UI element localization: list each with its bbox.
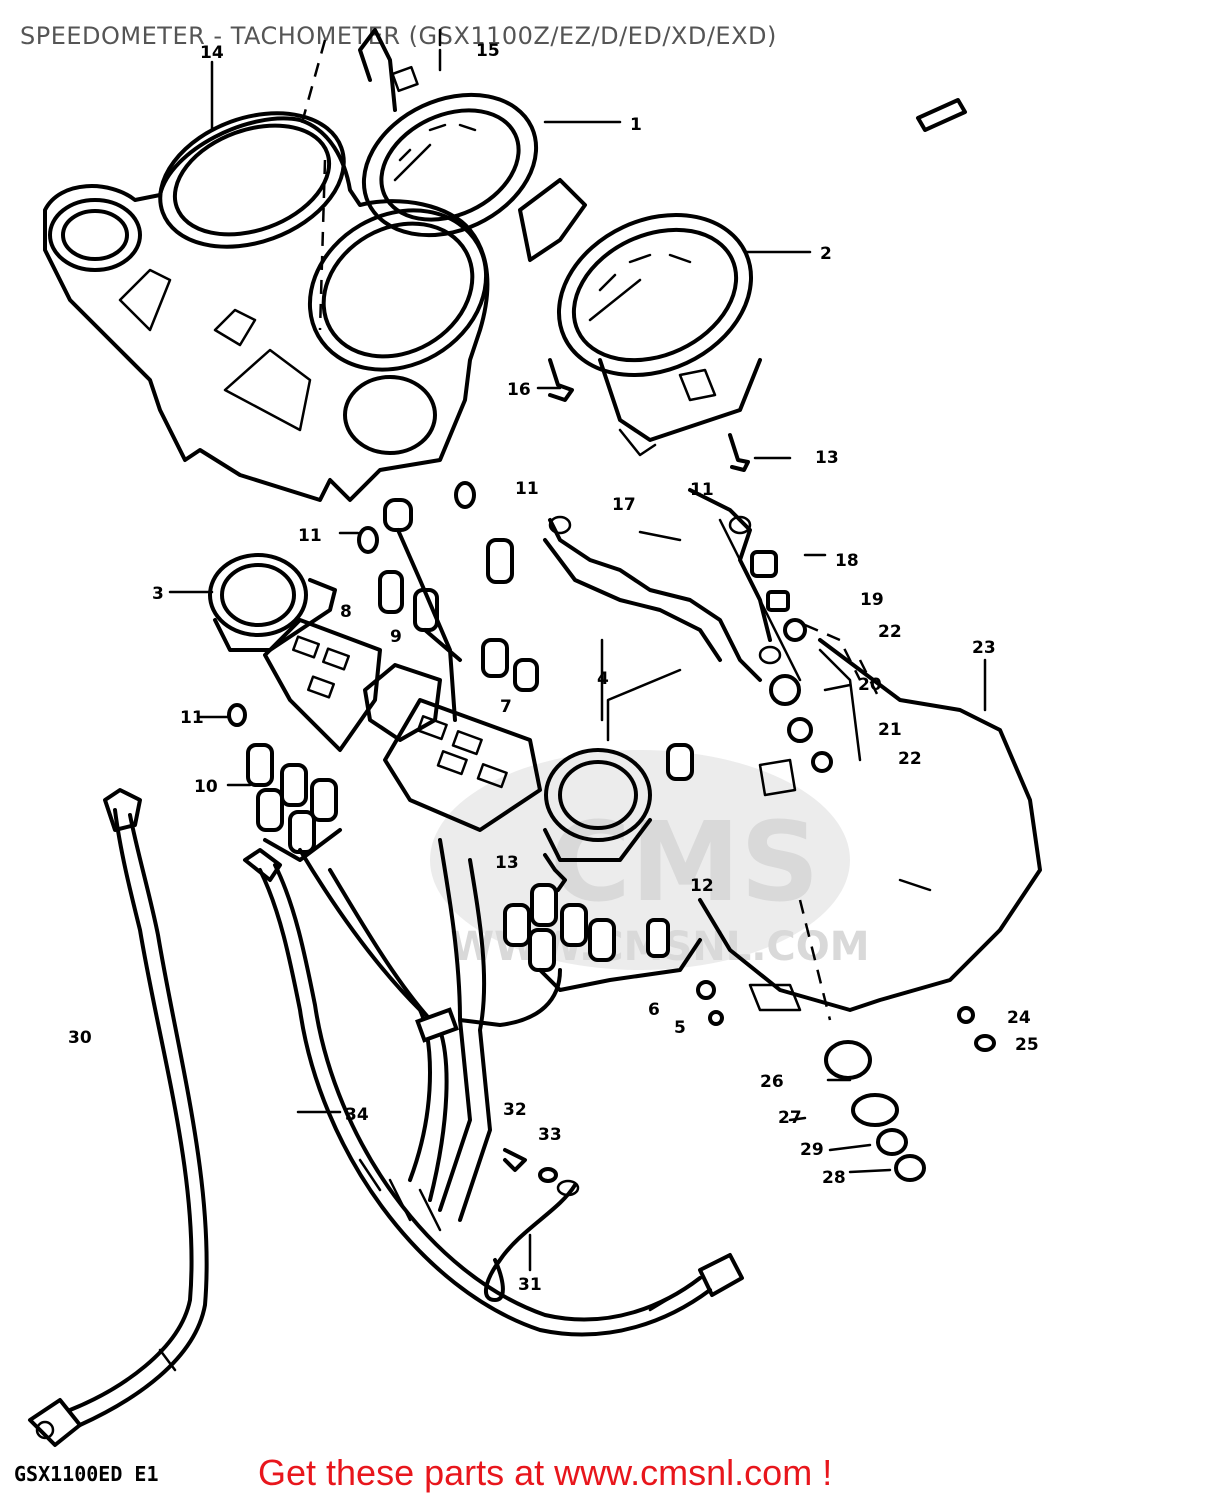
label-part-33: 33 xyxy=(538,1125,562,1145)
label-part-24: 24 xyxy=(1007,1008,1031,1028)
part-ground-wire xyxy=(484,1148,580,1302)
forward-arrow-icon xyxy=(916,98,967,132)
part-bracket xyxy=(543,488,802,682)
part-grommets-nuts xyxy=(696,899,996,1182)
part-number-labels: 1 2 3 4 5 6 7 8 9 10 11 11 11 11 12 13 1… xyxy=(68,41,1039,1295)
label-part-11b: 11 xyxy=(298,526,322,546)
label-part-12: 12 xyxy=(690,876,714,896)
label-part-34: 34 xyxy=(345,1105,369,1125)
label-part-11c: 11 xyxy=(515,479,539,499)
part-socket-cluster-10 xyxy=(246,743,342,862)
leader-lines xyxy=(168,28,987,1272)
label-part-17: 17 xyxy=(612,495,636,515)
label-part-21: 21 xyxy=(878,720,902,740)
label-part-26: 26 xyxy=(760,1072,784,1092)
label-part-14: 14 xyxy=(200,43,224,63)
part-speedometer xyxy=(556,212,762,457)
cmsnl-parts-link[interactable]: Get these parts at www.cmsnl.com ! xyxy=(258,1452,833,1493)
label-part-22b: 22 xyxy=(898,749,922,769)
label-part-31: 31 xyxy=(518,1275,542,1295)
part-wiring-harness xyxy=(298,838,562,1232)
part-tachometer xyxy=(358,28,587,262)
label-part-16: 16 xyxy=(507,380,531,400)
label-part-23: 23 xyxy=(972,638,996,658)
part-gauge-3 xyxy=(208,553,337,652)
label-part-29: 29 xyxy=(800,1140,824,1160)
label-part-18: 18 xyxy=(835,551,859,571)
label-part-30: 30 xyxy=(68,1028,92,1048)
label-part-13a: 13 xyxy=(815,448,839,468)
label-part-4: 4 xyxy=(597,669,609,689)
part-meter-housing xyxy=(43,111,490,502)
diagram-code: GSX1100ED E1 xyxy=(14,1462,159,1486)
label-part-6: 6 xyxy=(648,1000,660,1020)
label-part-28: 28 xyxy=(822,1168,846,1188)
label-part-32: 32 xyxy=(503,1100,527,1120)
label-part-10: 10 xyxy=(194,777,218,797)
label-part-9: 9 xyxy=(390,627,402,647)
label-part-1: 1 xyxy=(630,115,642,135)
label-part-11d: 11 xyxy=(690,480,714,500)
part-speedometer-cable xyxy=(28,788,209,1447)
label-part-8: 8 xyxy=(340,602,352,622)
label-part-7: 7 xyxy=(500,697,512,717)
page-title: SPEEDOMETER - TACHOMETER (GSX1100Z/EZ/D/… xyxy=(20,22,777,50)
label-part-3: 3 xyxy=(152,584,164,604)
label-part-5: 5 xyxy=(674,1018,686,1038)
label-part-11a: 11 xyxy=(180,708,204,728)
part-rear-cover xyxy=(698,638,1042,1012)
label-part-13b: 13 xyxy=(495,853,519,873)
part-socket-cluster-12 xyxy=(503,883,702,992)
label-part-22a: 22 xyxy=(878,622,902,642)
part-indicator-panels xyxy=(263,618,542,832)
label-part-15: 15 xyxy=(476,41,500,61)
part-tachometer-cable xyxy=(158,848,744,1372)
label-part-27: 27 xyxy=(778,1108,802,1128)
label-part-19: 19 xyxy=(860,590,884,610)
part-bulbs xyxy=(227,481,476,727)
label-part-25: 25 xyxy=(1015,1035,1039,1055)
part-small-hardware xyxy=(750,550,862,773)
part-screws xyxy=(543,358,750,892)
part-gauge-4 xyxy=(543,668,682,862)
label-part-2: 2 xyxy=(820,244,832,264)
label-part-20: 20 xyxy=(858,675,882,695)
part-bulb-sockets xyxy=(378,498,694,781)
